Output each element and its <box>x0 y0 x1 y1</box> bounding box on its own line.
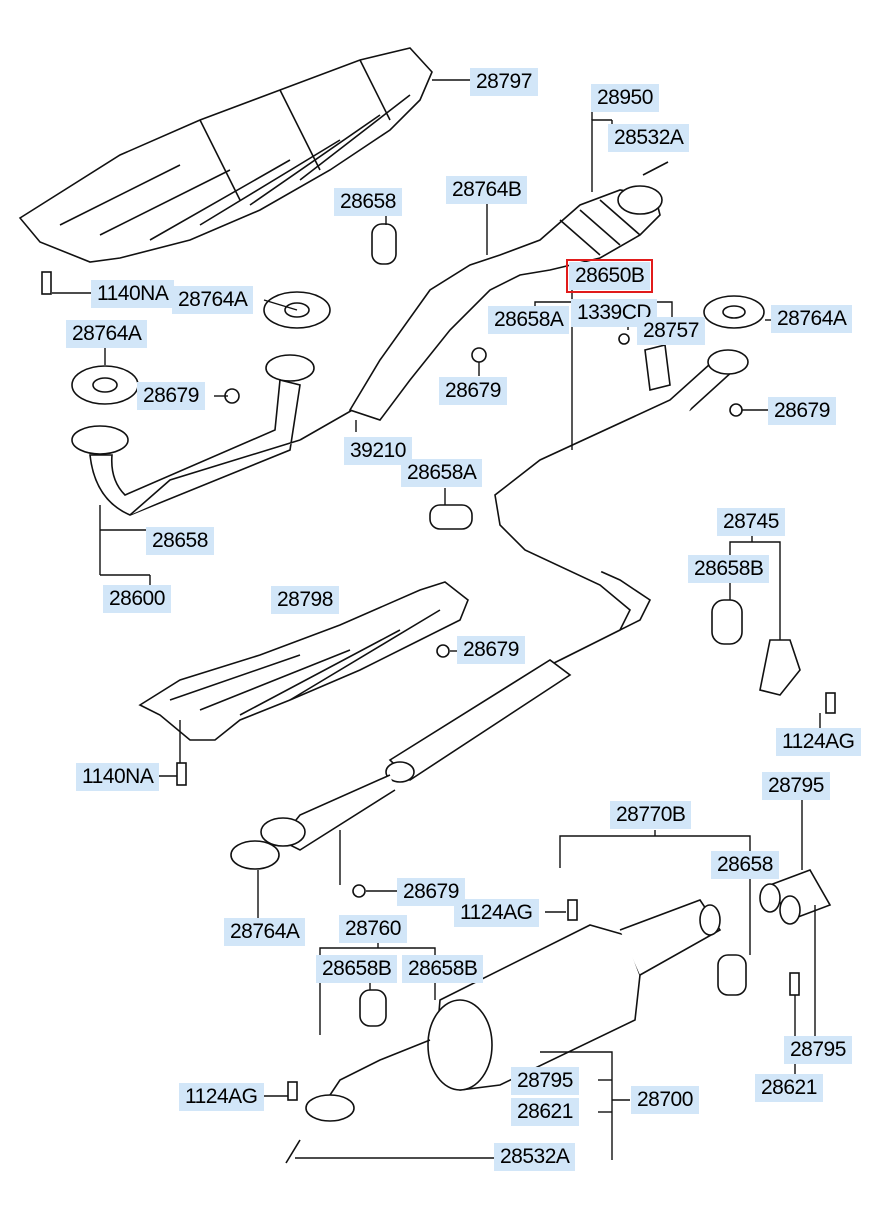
part-label[interactable]: 1140NA <box>76 763 160 791</box>
part-label[interactable]: 28621 <box>511 1098 579 1126</box>
part-label[interactable]: 28798 <box>271 586 339 614</box>
part-label[interactable]: 1140NA <box>91 280 175 308</box>
heat-shield-lower <box>138 581 469 741</box>
part-label[interactable]: 28679 <box>768 397 836 425</box>
part-label[interactable]: 28658A <box>401 459 483 487</box>
part-label[interactable]: 1124AG <box>454 899 539 927</box>
part-label[interactable]: 28764A <box>66 320 148 348</box>
part-label[interactable]: 28795 <box>762 772 830 800</box>
part-label[interactable]: 28658B <box>316 955 398 983</box>
part-label[interactable]: 28795 <box>511 1067 579 1095</box>
part-label[interactable]: 28658B <box>402 955 484 983</box>
part-label[interactable]: 1124AG <box>776 728 861 756</box>
part-label[interactable]: 28658 <box>334 188 402 216</box>
part-label[interactable]: 28679 <box>137 382 205 410</box>
center-pipe <box>494 349 749 666</box>
part-label[interactable]: 28532A <box>494 1143 576 1171</box>
resonator <box>230 659 572 870</box>
part-label[interactable]: 28658 <box>146 527 214 555</box>
catalytic-converter <box>348 185 663 421</box>
part-label[interactable]: 28600 <box>103 585 171 613</box>
part-label[interactable]: 28795 <box>784 1036 852 1064</box>
part-label[interactable]: 1124AG <box>179 1083 264 1111</box>
heat-shield-upper <box>18 47 433 263</box>
part-label[interactable]: 28764B <box>446 176 528 204</box>
part-label[interactable]: 28757 <box>637 317 705 345</box>
part-label[interactable]: 28764A <box>224 918 306 946</box>
part-label[interactable]: 28658A <box>488 306 570 334</box>
part-label[interactable]: 28764A <box>771 305 853 333</box>
part-label[interactable]: 39210 <box>344 437 412 465</box>
part-label[interactable]: 28770B <box>610 801 692 829</box>
main-muffler <box>305 899 722 1122</box>
part-label[interactable]: 28679 <box>397 878 465 906</box>
part-label[interactable]: 28679 <box>439 377 507 405</box>
part-label[interactable]: 28745 <box>717 508 785 536</box>
part-label[interactable]: 28658 <box>711 851 779 879</box>
part-label[interactable]: 28950 <box>591 84 659 112</box>
part-label[interactable]: 28621 <box>755 1074 823 1102</box>
part-label[interactable]: 28760 <box>339 915 407 943</box>
part-label-selected[interactable]: 28650B <box>565 259 654 293</box>
part-label[interactable]: 28797 <box>470 68 538 96</box>
part-label[interactable]: 28658B <box>688 555 770 583</box>
part-label[interactable]: 28700 <box>631 1086 699 1114</box>
part-label[interactable]: 28764A <box>172 286 254 314</box>
part-label[interactable]: 28532A <box>608 124 690 152</box>
gaskets-hangers <box>71 223 801 1027</box>
part-label[interactable]: 28679 <box>457 636 525 664</box>
bolts <box>41 161 836 1164</box>
